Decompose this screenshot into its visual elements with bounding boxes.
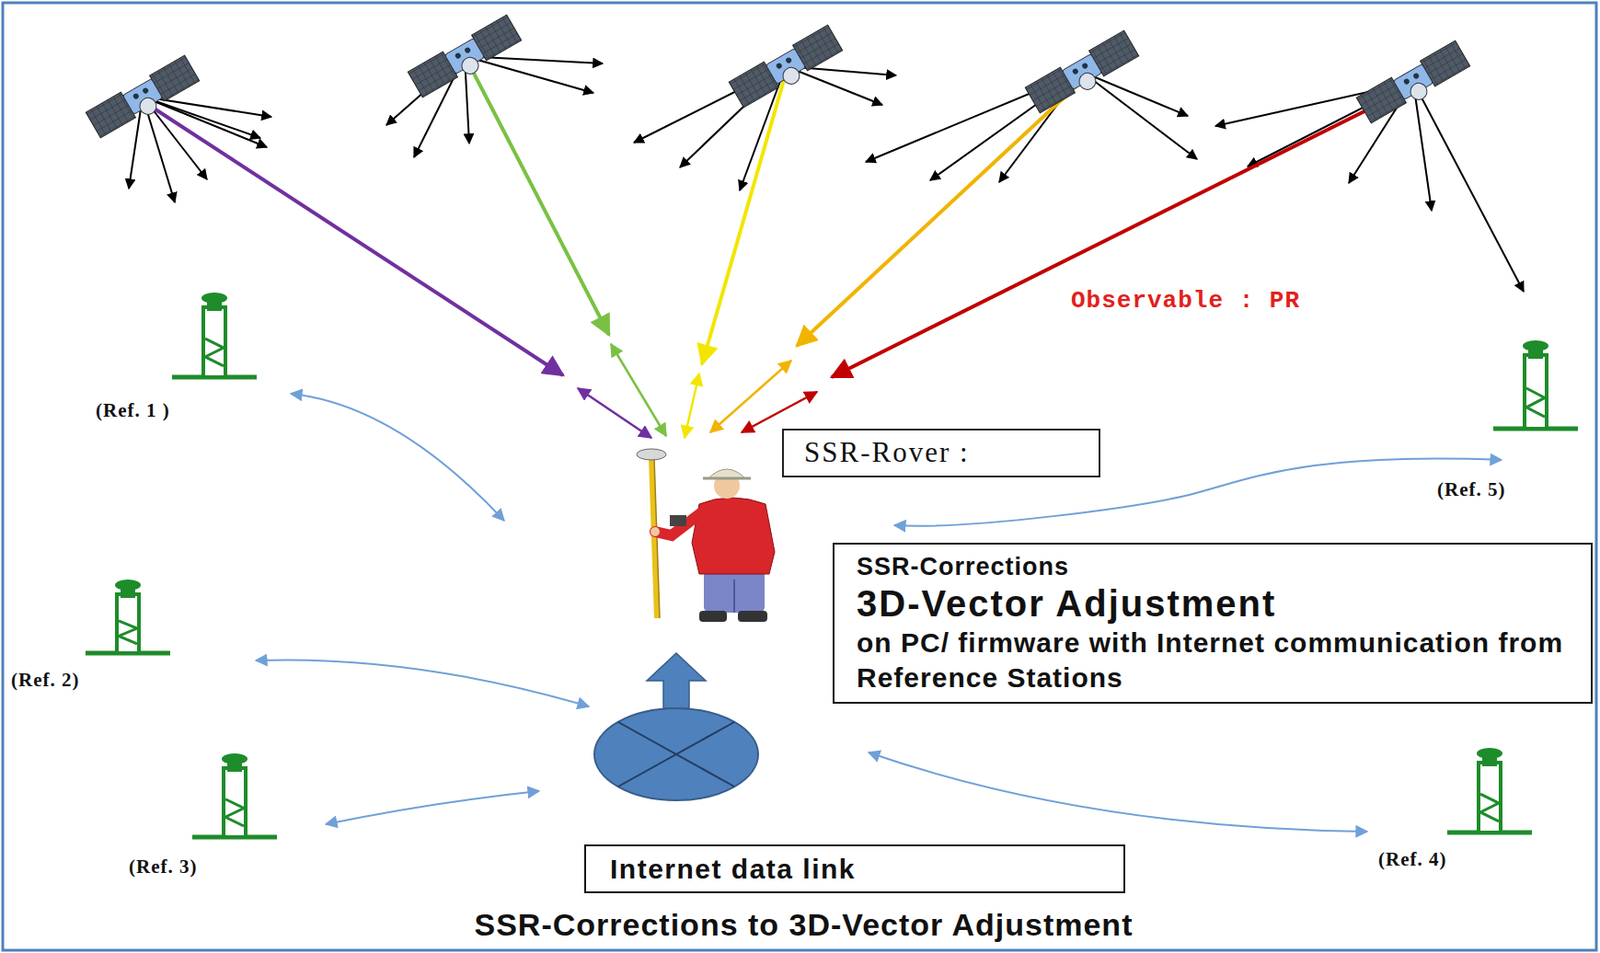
monument-cap — [221, 753, 248, 765]
node-text: on PC/ firmware with Internet communicat… — [856, 625, 1573, 695]
signal-ray — [1082, 71, 1198, 160]
gnss-antenna — [636, 448, 667, 461]
diagram-caption: SSR-Corrections to 3D-Vector Adjustment — [3, 907, 1600, 944]
data-link-arrow — [290, 393, 505, 521]
station-label: (Ref. 3) — [128, 855, 197, 879]
station-label: (Ref. 2) — [11, 668, 80, 692]
satellite-sensor — [775, 61, 783, 70]
surveyor-figure — [636, 448, 775, 622]
double-arrow — [741, 391, 818, 433]
pseudorange-line — [831, 92, 1404, 378]
label-box: Internet data link — [584, 844, 1126, 894]
monument-cap — [1522, 340, 1549, 352]
satellite-sensor — [1403, 77, 1411, 85]
surveyor-shoe — [699, 610, 727, 622]
monument-pillar — [223, 768, 246, 838]
satellite-sensor — [132, 92, 140, 100]
satellite-dish — [459, 54, 483, 78]
surveyor-shoe — [737, 610, 768, 622]
monument-pillar — [1524, 355, 1547, 429]
station-label: (Ref. 4) — [1378, 848, 1447, 872]
surveyor-legs — [703, 568, 765, 613]
signal-ray — [785, 66, 883, 105]
signal-ray — [1413, 81, 1524, 292]
data-link-arrow — [325, 791, 540, 825]
satellite-dish — [780, 64, 804, 88]
connector-ellipse — [594, 708, 759, 801]
node-text: 3D-Vector Adjustment — [856, 581, 1573, 626]
satellite-dish — [1076, 69, 1100, 93]
station-label: (Ref. 1 ) — [95, 399, 171, 423]
station-label: (Ref. 5) — [1437, 478, 1506, 502]
surveyor-hat-brim — [702, 477, 751, 481]
monument-zigzag — [205, 338, 224, 367]
satellite-sensor — [141, 86, 150, 94]
pseudorange-line — [469, 64, 610, 335]
gnss-pole — [651, 458, 657, 619]
data-link-arrow — [868, 752, 1368, 832]
monument-cap — [1476, 748, 1503, 760]
signal-ray — [1082, 71, 1188, 116]
monument-zigzag — [1526, 388, 1545, 417]
satellite-icon — [85, 55, 202, 142]
pseudorange-lines — [152, 64, 1404, 438]
monument-cap — [201, 292, 228, 304]
node-text: SSR-Corrections — [856, 552, 1573, 582]
double-arrow — [684, 373, 700, 438]
monument-pillar — [203, 307, 226, 378]
satellite-dish — [1407, 80, 1431, 104]
satellite-sensor — [784, 56, 793, 64]
satellites — [85, 14, 1473, 142]
label-box: SSR-Rover : — [782, 428, 1101, 478]
satellite-sensor — [463, 46, 472, 54]
node-text: Internet data link — [610, 851, 1100, 887]
monument-pillar — [1478, 762, 1501, 833]
reference-station-icon — [1493, 340, 1578, 429]
satellite-icon — [728, 24, 845, 112]
double-arrow — [577, 388, 652, 438]
node-text: SSR-Rover : — [804, 435, 1081, 472]
process-box: SSR-Corrections3D-Vector Adjustmenton PC… — [832, 542, 1593, 704]
reference-station-icon — [1447, 748, 1532, 833]
monument-zigzag — [1480, 794, 1499, 822]
satellite-sensor — [1412, 71, 1420, 80]
ellipse-cross — [618, 722, 735, 787]
data-link-arrow — [255, 659, 589, 707]
double-arrow — [610, 344, 667, 437]
satellite-dish — [137, 94, 161, 118]
satellite-sensor — [1071, 67, 1080, 75]
signal-ray — [142, 96, 261, 139]
monument-pillar — [116, 594, 139, 654]
satellite-sensor — [454, 51, 462, 59]
surveyor-leg-gap — [733, 579, 736, 613]
signal-rays — [128, 56, 1524, 292]
satellite-sensor — [1081, 61, 1089, 70]
field-controller — [669, 515, 687, 527]
ellipse-cross — [618, 722, 735, 787]
satellite-icon — [1356, 40, 1473, 127]
up-arrow — [646, 653, 706, 709]
satellite-icon — [407, 14, 524, 102]
pseudorange-line — [796, 79, 1084, 346]
monument-cap — [115, 579, 141, 591]
monument-zigzag — [225, 799, 244, 827]
pseudorange-line — [702, 73, 786, 365]
satellite-icon — [1024, 30, 1141, 117]
surveyor-hand — [650, 527, 660, 537]
double-arrow — [710, 360, 792, 433]
reference-station-icon — [85, 579, 171, 654]
observable-label: Observable : PR — [1070, 287, 1301, 315]
monument-zigzag — [118, 621, 138, 645]
reference-station-icon — [192, 753, 277, 838]
surveyor-arm — [655, 511, 703, 536]
reference-station-icon — [172, 292, 257, 378]
